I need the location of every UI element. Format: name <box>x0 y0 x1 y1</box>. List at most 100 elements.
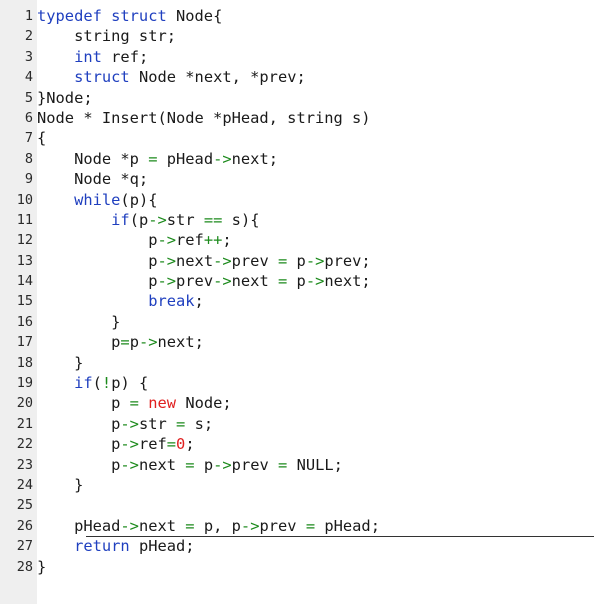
line-number: 19 <box>16 375 33 392</box>
code-line[interactable]: 9 Node *q; <box>0 169 605 189</box>
code-token <box>37 68 74 86</box>
code-token: } <box>37 312 121 331</box>
code-token: next; <box>324 272 371 291</box>
code-line[interactable]: 18 } <box>0 353 605 373</box>
code-token <box>37 191 74 209</box>
code-line[interactable]: 14 p->prev->next = p->next; <box>0 271 605 291</box>
code-token: while <box>74 190 121 209</box>
code-line[interactable]: 22 p->ref=0; <box>0 434 605 454</box>
code-token: -> <box>213 149 232 168</box>
line-number: 22 <box>16 436 33 453</box>
code-token: Node * Insert(Node *pHead, string s) <box>37 108 371 127</box>
code-line[interactable]: 20 p = new Node; <box>0 393 605 413</box>
line-code: { <box>37 128 46 148</box>
line-code: break; <box>37 291 204 311</box>
code-line[interactable]: 12 p->ref++; <box>0 230 605 250</box>
code-token: if <box>111 210 130 229</box>
line-number: 17 <box>16 334 33 351</box>
code-token: p <box>287 272 306 291</box>
code-line[interactable]: 11 if(p->str == s){ <box>0 210 605 230</box>
code-line[interactable]: 27 return pHead; <box>0 536 605 556</box>
code-line[interactable]: 28} <box>0 557 605 577</box>
code-token: = <box>278 455 288 474</box>
code-token: s){ <box>222 210 260 229</box>
code-token: string str; <box>37 27 176 46</box>
line-number: 10 <box>16 191 33 208</box>
code-token <box>37 48 74 66</box>
line-code: struct Node *next, *prev; <box>37 67 306 87</box>
code-token: } <box>37 557 47 576</box>
code-token: prev; <box>324 251 371 270</box>
code-line[interactable]: 2 string str; <box>0 26 605 46</box>
line-number: 21 <box>16 415 33 432</box>
code-token: break <box>148 292 195 311</box>
code-line[interactable]: 25 <box>0 495 605 515</box>
code-token: prev <box>231 251 278 270</box>
code-token: p <box>37 272 158 291</box>
line-number: 24 <box>16 476 33 493</box>
line-number: 2 <box>24 28 33 45</box>
code-line[interactable]: 15 break; <box>0 291 605 311</box>
code-token: p <box>287 251 306 270</box>
code-token: typedef struct <box>37 7 167 25</box>
line-number: 6 <box>24 109 33 126</box>
line-code: p->ref=0; <box>37 434 194 454</box>
code-line[interactable]: 5}Node; <box>0 88 605 108</box>
line-number: 9 <box>24 171 33 188</box>
code-line[interactable]: 13 p->next->prev = p->prev; <box>0 251 605 271</box>
code-token: next <box>176 251 214 270</box>
code-token: ref <box>176 231 204 250</box>
code-token: next; <box>157 333 204 352</box>
code-token: ref <box>138 435 167 454</box>
code-token: Node{ <box>166 7 223 25</box>
code-token: ref; <box>101 47 149 66</box>
code-token <box>37 537 74 555</box>
code-token: -> <box>213 251 232 270</box>
line-code: p->next->prev = p->prev; <box>37 251 371 271</box>
code-line[interactable]: 24 } <box>0 475 605 495</box>
code-token: -> <box>305 251 325 270</box>
code-token: struct <box>74 68 130 87</box>
code-line[interactable]: 16 } <box>0 312 605 332</box>
code-line[interactable]: 7{ <box>0 128 605 148</box>
line-code: while(p){ <box>37 190 157 210</box>
code-token: p <box>37 414 121 433</box>
line-number: 5 <box>24 89 33 106</box>
code-token: = <box>176 414 186 433</box>
code-line[interactable]: 21 p->str = s; <box>0 414 605 434</box>
code-token: if <box>74 374 93 393</box>
code-token: (p <box>129 210 149 229</box>
line-code: p->str = s; <box>37 414 213 434</box>
code-line[interactable]: 17 p=p->next; <box>0 332 605 352</box>
code-token: = <box>305 516 316 535</box>
line-code: p->next = p->prev = NULL; <box>37 455 343 475</box>
code-line[interactable]: 10 while(p){ <box>0 190 605 210</box>
code-token: Node *next, *prev; <box>129 68 306 87</box>
code-line[interactable]: 23 p->next = p->prev = NULL; <box>0 455 605 475</box>
code-token: = <box>129 394 139 413</box>
code-token: 0 <box>176 435 186 454</box>
code-line[interactable]: 8 Node *p = pHead->next; <box>0 149 605 169</box>
line-number: 1 <box>24 8 33 24</box>
code-token: -> <box>157 251 177 270</box>
line-number: 8 <box>24 150 33 167</box>
line-code: Node *p = pHead->next; <box>37 149 278 169</box>
code-line[interactable]: 19 if(!p) { <box>0 373 605 393</box>
code-token: p <box>37 251 158 270</box>
code-token: p <box>37 455 121 474</box>
code-token: }Node; <box>37 88 93 107</box>
code-line[interactable]: 3 int ref; <box>0 47 605 67</box>
line-code: Node * Insert(Node *pHead, string s) <box>37 108 371 128</box>
code-line[interactable]: 4 struct Node *next, *prev; <box>0 67 605 87</box>
line-number: 28 <box>16 558 33 575</box>
code-token: next <box>138 516 186 535</box>
code-token: ; <box>222 231 232 250</box>
code-token: next; <box>231 149 278 168</box>
code-token: == <box>203 210 223 229</box>
code-line[interactable]: 26 pHead->next = p, p->prev = pHead; <box>0 516 605 536</box>
code-token: -> <box>148 210 167 229</box>
